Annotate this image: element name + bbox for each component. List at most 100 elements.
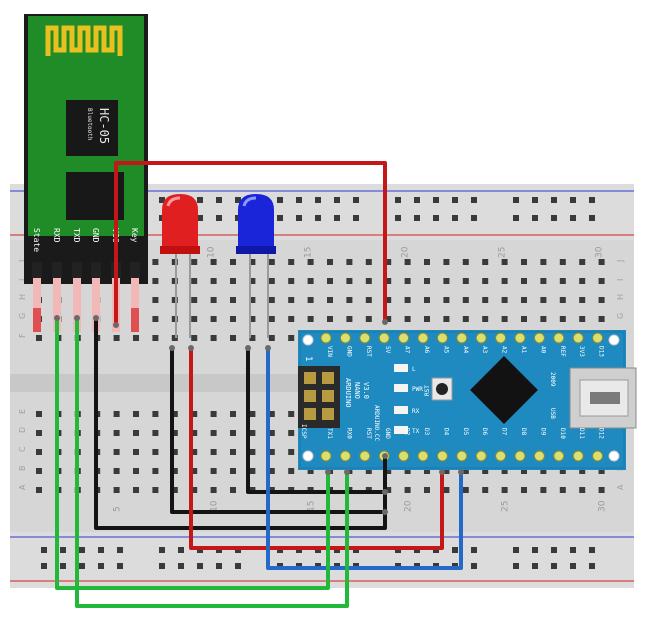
breadboard-hole[interactable] — [210, 259, 217, 265]
breadboard-hole[interactable] — [268, 449, 275, 455]
breadboard-hole[interactable] — [249, 468, 256, 474]
arduino-bottom-pin[interactable] — [456, 450, 468, 462]
breadboard-hole[interactable] — [579, 297, 586, 303]
breadboard-hole[interactable] — [191, 430, 198, 436]
breadboard-hole[interactable] — [346, 316, 353, 322]
rail-hole[interactable] — [513, 215, 519, 221]
breadboard-hole[interactable] — [288, 411, 295, 417]
breadboard-hole[interactable] — [559, 278, 566, 284]
arduino-bottom-pin[interactable] — [514, 450, 526, 462]
breadboard-hole[interactable] — [443, 487, 450, 493]
rail-hole[interactable] — [589, 547, 595, 553]
rail-hole[interactable] — [589, 563, 595, 569]
rail-hole[interactable] — [395, 215, 401, 221]
breadboard-hole[interactable] — [133, 468, 139, 474]
breadboard-hole[interactable] — [152, 411, 159, 417]
breadboard-hole[interactable] — [171, 316, 178, 322]
breadboard-hole[interactable] — [365, 278, 372, 284]
rail-hole[interactable] — [216, 563, 222, 569]
breadboard-hole[interactable] — [327, 278, 333, 284]
rail-hole[interactable] — [334, 215, 340, 221]
breadboard-hole[interactable] — [133, 335, 139, 341]
breadboard-hole[interactable] — [133, 449, 139, 455]
rail-hole[interactable] — [216, 197, 222, 203]
breadboard-hole[interactable] — [230, 278, 236, 284]
rail-hole[interactable] — [532, 197, 538, 203]
breadboard-hole[interactable] — [462, 259, 469, 265]
breadboard-hole[interactable] — [191, 411, 198, 417]
breadboard-hole[interactable] — [559, 297, 566, 303]
breadboard-hole[interactable] — [579, 487, 586, 493]
breadboard-hole[interactable] — [230, 468, 236, 474]
breadboard-hole[interactable] — [598, 259, 605, 265]
breadboard-hole[interactable] — [482, 278, 489, 284]
breadboard-hole[interactable] — [482, 316, 489, 322]
arduino-top-pin[interactable] — [417, 332, 429, 344]
rail-hole[interactable] — [551, 215, 557, 221]
breadboard-hole[interactable] — [152, 316, 159, 322]
arduino-bottom-pin[interactable] — [475, 450, 487, 462]
breadboard-hole[interactable] — [521, 468, 527, 474]
breadboard-hole[interactable] — [210, 297, 217, 303]
rail-hole[interactable] — [589, 215, 595, 221]
rail-hole[interactable] — [395, 197, 401, 203]
rail-hole[interactable] — [79, 547, 85, 553]
rail-hole[interactable] — [178, 563, 184, 569]
breadboard-hole[interactable] — [462, 468, 469, 474]
breadboard-hole[interactable] — [327, 297, 333, 303]
breadboard-hole[interactable] — [424, 278, 430, 284]
rail-hole[interactable] — [532, 563, 538, 569]
breadboard-hole[interactable] — [443, 278, 450, 284]
breadboard-hole[interactable] — [443, 316, 450, 322]
breadboard-hole[interactable] — [579, 468, 586, 474]
breadboard-hole[interactable] — [152, 468, 159, 474]
breadboard-hole[interactable] — [268, 468, 275, 474]
arduino-top-pin[interactable] — [475, 332, 487, 344]
arduino-bottom-pin[interactable] — [359, 450, 371, 462]
breadboard-hole[interactable] — [288, 430, 295, 436]
breadboard-hole[interactable] — [171, 278, 178, 284]
breadboard-hole[interactable] — [385, 487, 392, 493]
breadboard-hole[interactable] — [598, 487, 605, 493]
breadboard-hole[interactable] — [307, 278, 314, 284]
breadboard-hole[interactable] — [482, 259, 489, 265]
breadboard-hole[interactable] — [365, 297, 372, 303]
rail-hole[interactable] — [433, 215, 439, 221]
breadboard-hole[interactable] — [36, 449, 42, 455]
arduino-bottom-pin[interactable] — [572, 450, 584, 462]
breadboard-hole[interactable] — [191, 259, 198, 265]
breadboard-hole[interactable] — [579, 316, 586, 322]
breadboard-hole[interactable] — [36, 335, 42, 341]
rail-hole[interactable] — [159, 563, 165, 569]
breadboard-hole[interactable] — [191, 297, 198, 303]
rail-hole[interactable] — [471, 563, 477, 569]
breadboard-hole[interactable] — [424, 297, 430, 303]
breadboard-hole[interactable] — [424, 316, 430, 322]
breadboard-hole[interactable] — [424, 259, 430, 265]
breadboard-hole[interactable] — [249, 278, 256, 284]
breadboard-hole[interactable] — [501, 297, 508, 303]
rail-hole[interactable] — [532, 547, 538, 553]
arduino-top-pin[interactable] — [553, 332, 565, 344]
rail-hole[interactable] — [315, 215, 321, 221]
breadboard-hole[interactable] — [191, 278, 198, 284]
breadboard-hole[interactable] — [36, 487, 42, 493]
rail-hole[interactable] — [60, 547, 66, 553]
breadboard-hole[interactable] — [171, 335, 178, 341]
breadboard-hole[interactable] — [249, 411, 256, 417]
breadboard-hole[interactable] — [327, 259, 333, 265]
breadboard-hole[interactable] — [365, 259, 372, 265]
arduino-bottom-pin[interactable] — [436, 450, 448, 462]
bt-pin-lead[interactable] — [92, 278, 100, 332]
breadboard-hole[interactable] — [210, 430, 217, 436]
breadboard-hole[interactable] — [268, 430, 275, 436]
breadboard-hole[interactable] — [36, 468, 42, 474]
breadboard-hole[interactable] — [443, 468, 450, 474]
breadboard-hole[interactable] — [540, 468, 547, 474]
rail-hole[interactable] — [513, 563, 519, 569]
breadboard-hole[interactable] — [443, 297, 450, 303]
rail-hole[interactable] — [117, 547, 123, 553]
breadboard-hole[interactable] — [133, 487, 139, 493]
breadboard-hole[interactable] — [249, 297, 256, 303]
breadboard-hole[interactable] — [249, 335, 256, 341]
